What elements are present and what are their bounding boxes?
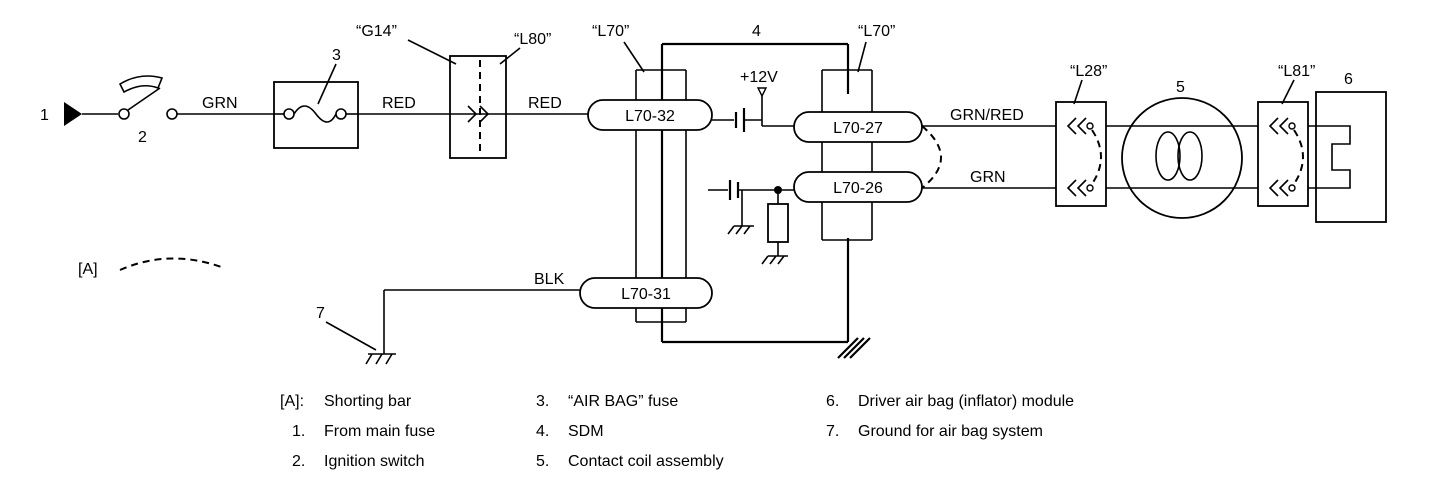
legend-text: SDM xyxy=(568,423,604,440)
connector-label-g14: “G14” xyxy=(356,23,397,40)
connector-label-l81: “L81” xyxy=(1278,63,1315,80)
legend-text: From main fuse xyxy=(324,423,435,440)
legend-key: 4. xyxy=(536,423,549,440)
fuse-symbol-icon xyxy=(274,105,358,123)
leader-l70-left xyxy=(623,41,645,73)
label-item-4: 4 xyxy=(752,23,761,40)
legend-text: “AIR BAG” fuse xyxy=(568,393,678,410)
legend-text: Shorting bar xyxy=(324,393,412,410)
legend-key: 3. xyxy=(536,393,549,410)
shorting-bar-l70 xyxy=(921,125,942,189)
label-item-5: 5 xyxy=(1176,79,1185,96)
terminal-l70-26: L70-26 xyxy=(793,171,923,203)
wire-label-blk: BLK xyxy=(534,271,565,288)
connector-label-l80: “L80” xyxy=(514,31,551,48)
label-item-1: 1 xyxy=(40,107,49,124)
legend-key: 6. xyxy=(826,393,839,410)
shorting-bar-key-label: [A] xyxy=(78,261,98,278)
leader-l80 xyxy=(499,47,521,65)
legend-text: Driver air bag (inflator) module xyxy=(858,393,1074,410)
contact-coil-assembly xyxy=(1121,97,1243,219)
label-item-7: 7 xyxy=(316,305,325,322)
label-item-6: 6 xyxy=(1344,71,1353,88)
legend-text: Ignition switch xyxy=(324,453,425,470)
terminal-l70-32: L70-32 xyxy=(587,99,713,131)
legend-key: [A]: xyxy=(280,393,304,410)
leader-g14 xyxy=(407,39,457,65)
terminal-l70-27: L70-27 xyxy=(793,111,923,143)
connector-l81-pins-icon xyxy=(1268,117,1304,197)
label-item-2: 2 xyxy=(138,129,147,146)
leader-item-3 xyxy=(317,63,337,105)
legend-col-2: 3. “AIR BAG” fuse 4. SDM 5. Contact coil… xyxy=(536,393,724,470)
wire-label-grn-red: GRN/RED xyxy=(950,107,1024,124)
connector-l81 xyxy=(1257,101,1309,207)
ground-icon xyxy=(365,353,396,365)
connector-label-l28: “L28” xyxy=(1070,63,1107,80)
connector-l28-pins-icon xyxy=(1066,117,1102,197)
legend-key: 2. xyxy=(292,453,305,470)
ignition-switch xyxy=(118,75,178,120)
wire-label-red-right: RED xyxy=(528,95,562,112)
label-item-3: 3 xyxy=(332,47,341,64)
wire-label-grn-right: GRN xyxy=(970,169,1006,186)
coil-winding-icon xyxy=(1155,131,1203,181)
legend-key: 5. xyxy=(536,453,549,470)
sdm-internal-circuit xyxy=(708,87,794,265)
inflator-element-icon xyxy=(1308,125,1351,189)
connector-label-l70-left: “L70” xyxy=(592,23,629,40)
legend-key: 7. xyxy=(826,423,839,440)
terminal-label-l70-27: L70-27 xyxy=(833,120,883,137)
connector-l70-right xyxy=(821,69,873,241)
shorting-bar-key-symbol xyxy=(119,257,225,271)
supply-label: +12V xyxy=(740,69,778,86)
terminal-l70-31: L70-31 xyxy=(579,277,713,309)
leader-l28 xyxy=(1073,79,1083,105)
legend-text: Ground for air bag system xyxy=(858,423,1043,440)
wire-label-red-left: RED xyxy=(382,95,416,112)
terminal-label-l70-26: L70-26 xyxy=(833,180,883,197)
connector-l28 xyxy=(1055,101,1107,207)
connector-label-l70-right: “L70” xyxy=(858,23,895,40)
legend-text: Contact coil assembly xyxy=(568,453,724,470)
terminal-label-l70-31: L70-31 xyxy=(621,286,671,303)
driver-airbag-module xyxy=(1315,91,1387,223)
legend-col-1: [A]: Shorting bar 1. From main fuse 2. I… xyxy=(280,393,435,470)
terminal-label-l70-32: L70-32 xyxy=(625,108,675,125)
wire-label-grn-left: GRN xyxy=(202,95,238,112)
sdm-ground-icon xyxy=(837,337,871,359)
leader-l70-right xyxy=(857,41,867,73)
legend-col-3: 6. Driver air bag (inflator) module 7. G… xyxy=(826,393,1074,440)
connector-g14-l80 xyxy=(449,55,507,159)
main-fuse-arrow-icon xyxy=(64,102,82,126)
leader-item-7 xyxy=(325,321,377,351)
legend: [A]: Shorting bar 1. From main fuse 2. I… xyxy=(280,393,1074,470)
leader-l81 xyxy=(1281,79,1295,105)
legend-key: 1. xyxy=(292,423,305,440)
